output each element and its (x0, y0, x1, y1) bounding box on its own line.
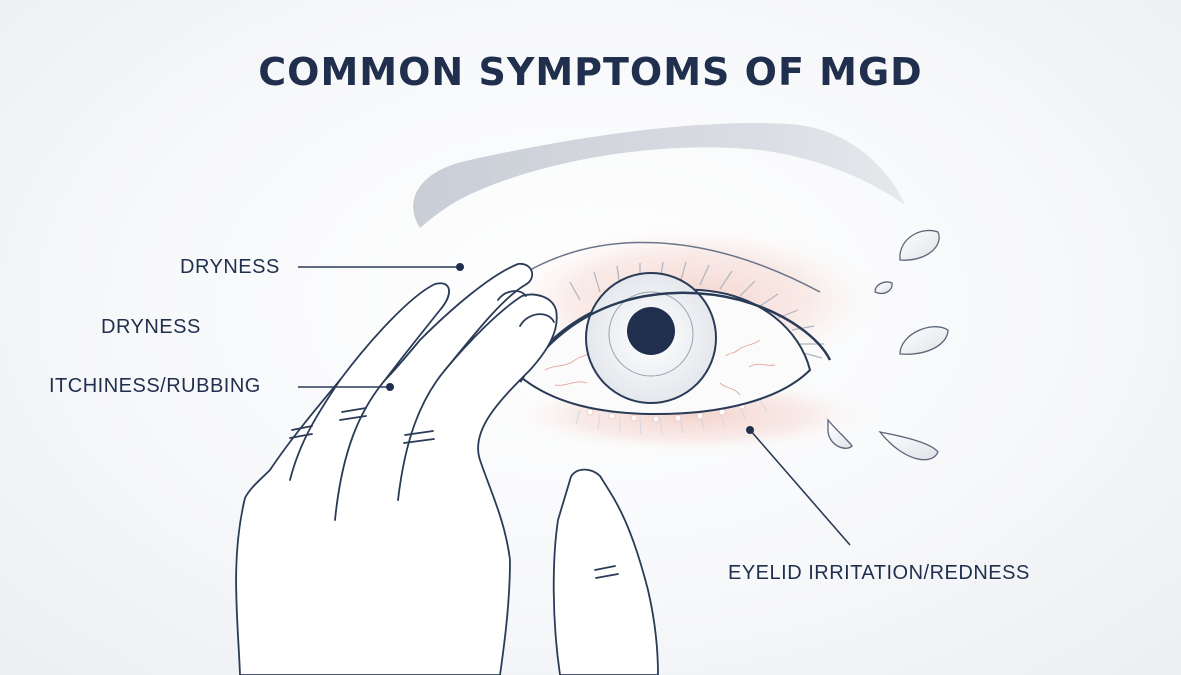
label-dryness-secondary: DRYNESS (101, 316, 201, 338)
label-eyelid-irritation-redness: EYELID IRRITATION/REDNESS (728, 562, 1030, 584)
eyelid-crease (529, 241, 821, 293)
hand-outline (235, 263, 659, 675)
iris-inner-ring (608, 291, 694, 377)
dryness-pointer-dot (456, 263, 464, 271)
tear-drops (827, 229, 949, 461)
label-dryness: DRYNESS (180, 256, 280, 278)
itchiness-pointer-dot (386, 383, 394, 391)
diagram-title: COMMON SYMPTOMS OF MGD (258, 50, 923, 94)
eyelid-pointer-dot (746, 426, 754, 434)
eyebrow-shape (413, 122, 905, 228)
red-veins (544, 339, 776, 396)
pupil (627, 307, 675, 355)
label-itchiness-rubbing: ITCHINESS/RUBBING (49, 375, 261, 397)
eyelid-leader-line (749, 429, 851, 546)
meibomian-gland-dots (586, 402, 746, 423)
upper-lid (518, 291, 832, 383)
